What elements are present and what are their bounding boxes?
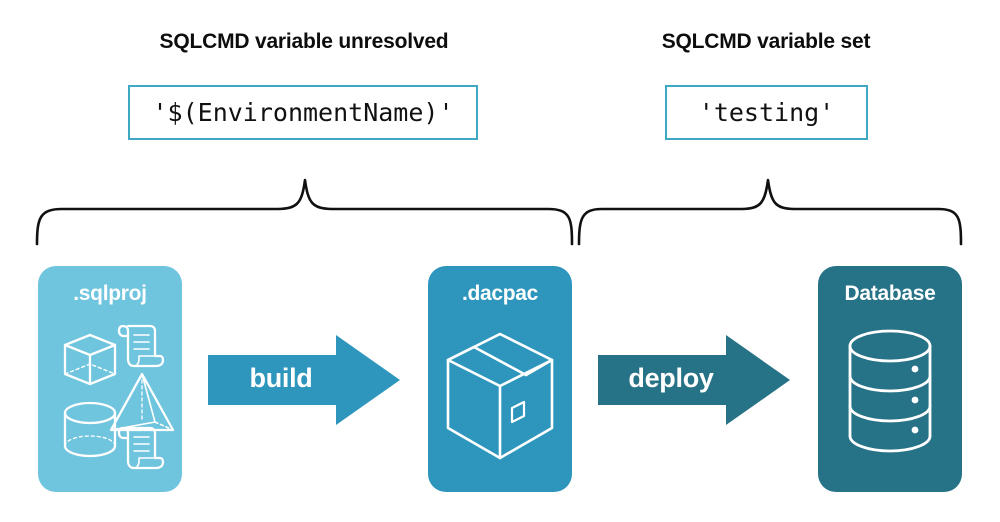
heading-sqlcmd-unresolved: SQLCMD variable unresolved bbox=[159, 30, 449, 53]
dacpac-artwork bbox=[446, 332, 554, 460]
stage-dacpac-label: .dacpac bbox=[461, 282, 539, 305]
right-brace-icon bbox=[577, 178, 963, 246]
stage-database: Database bbox=[818, 266, 962, 492]
code-text-set: 'testing' bbox=[698, 98, 835, 127]
database-cylinder-icon bbox=[848, 329, 932, 453]
cube-icon bbox=[63, 333, 117, 386]
scroll-icon bbox=[117, 426, 165, 470]
heading-sqlcmd-set: SQLCMD variable set bbox=[661, 30, 871, 53]
arrow-build-shape bbox=[208, 335, 400, 425]
stage-dacpac: .dacpac bbox=[428, 266, 572, 492]
arrow-deploy: deploy bbox=[596, 333, 792, 427]
arrow-build: build bbox=[206, 333, 402, 427]
database-artwork bbox=[848, 329, 932, 453]
sqlproj-artwork bbox=[63, 324, 175, 470]
stage-database-label: Database bbox=[844, 282, 936, 305]
scroll-icon bbox=[117, 324, 165, 368]
stage-sqlproj: .sqlproj bbox=[38, 266, 182, 492]
pyramid-icon bbox=[109, 372, 175, 432]
code-box-set-value: 'testing' bbox=[665, 85, 868, 140]
left-brace-icon bbox=[35, 178, 574, 246]
code-box-unresolved-value: '$(EnvironmentName)' bbox=[128, 85, 478, 140]
stage-sqlproj-label: .sqlproj bbox=[73, 282, 147, 305]
code-text-unresolved: '$(EnvironmentName)' bbox=[152, 98, 454, 127]
brace-group bbox=[35, 178, 963, 246]
arrow-deploy-shape bbox=[598, 335, 790, 425]
cylinder-icon bbox=[63, 401, 117, 458]
package-box-icon bbox=[446, 332, 554, 460]
